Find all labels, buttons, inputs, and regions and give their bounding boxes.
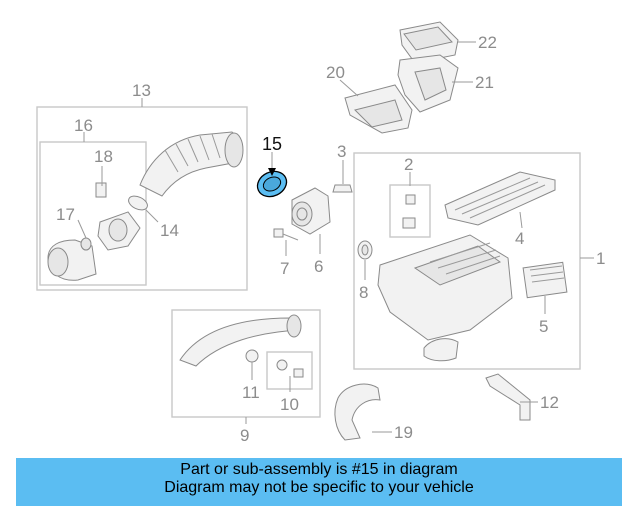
callout-9: 9 (240, 426, 249, 445)
part-22-resonator-cover[interactable] (399, 21, 459, 64)
banner-line-2: Diagram may not be specific to your vehi… (164, 479, 474, 496)
callout-21: 21 (475, 73, 494, 92)
part-1-air-cleaner-housing[interactable] (377, 234, 513, 362)
part-15-seal-ring-highlighted[interactable] (253, 167, 290, 201)
callout-6: 6 (314, 257, 323, 276)
callout-11: 11 (242, 383, 260, 402)
part-7-bolt[interactable] (273, 228, 299, 241)
part-19-inlet-duct[interactable] (334, 383, 381, 441)
callout-19: 19 (394, 423, 413, 442)
callout-14: 14 (160, 221, 179, 240)
part-13-intake-hose[interactable] (139, 131, 244, 197)
callout-8: 8 (359, 283, 368, 302)
callout-5: 5 (539, 317, 548, 336)
part-20-air-duct[interactable] (344, 84, 413, 134)
group-box-2 (389, 184, 431, 238)
callout-13: 13 (132, 81, 151, 100)
callout-7: 7 (280, 259, 289, 278)
callout-3: 3 (337, 142, 346, 161)
part-16-maf-housing[interactable] (47, 182, 141, 281)
callout-2: 2 (404, 155, 413, 174)
part-10-fastener-set[interactable] (276, 359, 304, 378)
callout-20: 20 (326, 63, 345, 82)
info-banner: Part or sub-assembly is #15 in diagram D… (16, 458, 622, 506)
parts-diagram: 22 21 20 13 16 18 17 14 15 3 2 4 1 5 6 7… (36, 21, 605, 445)
group-box-16 (39, 141, 147, 286)
part-14-clamp[interactable] (126, 193, 149, 212)
callout-17: 17 (56, 205, 75, 224)
callout-22: 22 (478, 33, 497, 52)
part-12-breather-hose[interactable] (485, 373, 531, 421)
part-8-gasket[interactable] (357, 240, 373, 260)
callout-16: 16 (74, 116, 93, 135)
part-2-screws[interactable] (402, 194, 416, 229)
callout-1: 1 (596, 249, 605, 268)
callout-18: 18 (94, 147, 113, 166)
part-6-maf-sensor[interactable] (291, 187, 331, 235)
part-4-air-cleaner-cover[interactable] (444, 171, 556, 226)
part-5-air-filter[interactable] (522, 261, 568, 299)
callout-4: 4 (515, 229, 524, 248)
part-3-grommet[interactable] (332, 184, 353, 193)
part-11-grommet[interactable] (245, 349, 259, 363)
callout-15: 15 (262, 134, 282, 154)
part-9-intake-duct[interactable] (179, 314, 302, 367)
leader-lines (77, 41, 594, 433)
part-21-resonator-bracket[interactable] (397, 54, 459, 113)
group-box-1 (353, 152, 581, 370)
callout-12: 12 (540, 393, 559, 412)
banner-line-1: Part or sub-assembly is #15 in diagram (180, 461, 458, 478)
callout-10: 10 (280, 395, 299, 414)
